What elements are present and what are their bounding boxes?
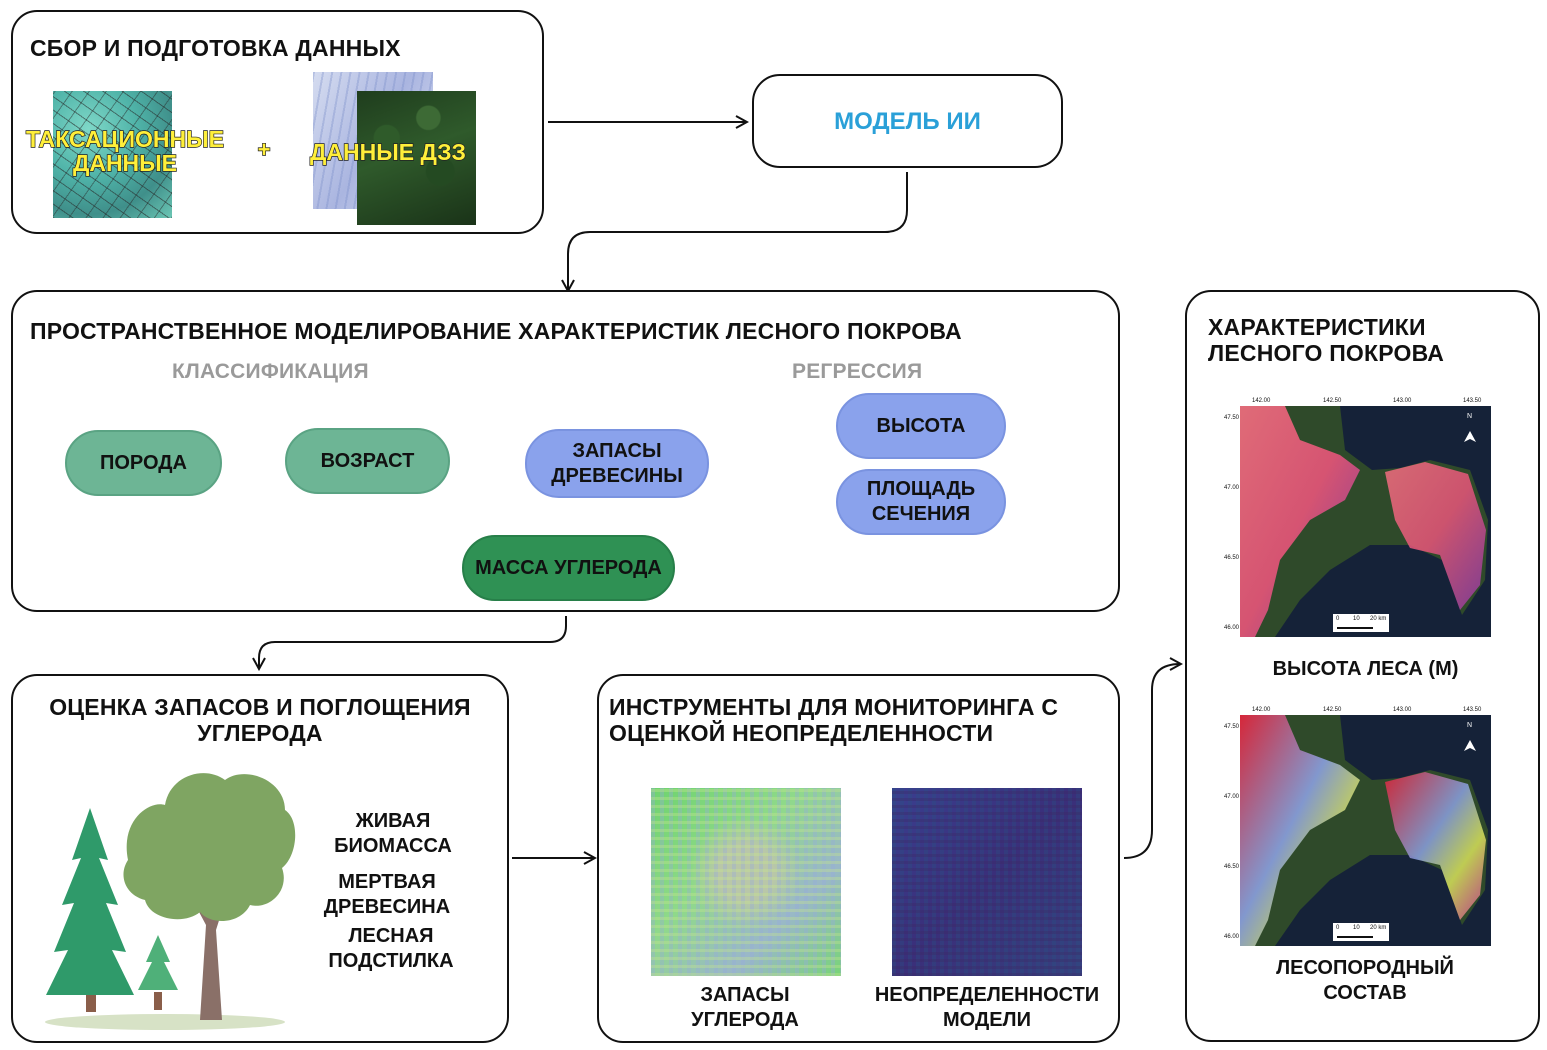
map1-lon-tick: 143.00 [1393, 398, 1412, 404]
age-node: ВОЗРАСТ [285, 428, 450, 494]
basal-area-node: ПЛОЩАДЬ СЕЧЕНИЯ [836, 469, 1006, 535]
map1-scale-label: 10 [1353, 616, 1360, 622]
data-prep-title: СБОР И ПОДГОТОВКА ДАННЫХ [30, 35, 401, 61]
species-node-label: ПОРОДА [100, 451, 187, 474]
taxation-data-label: ТАКСАЦИОННЫЕ ДАННЫЕ [25, 126, 224, 176]
basal-area-node-label: ПЛОЩАДЬ СЕЧЕНИЯ [866, 478, 976, 525]
arrow-monitoring-to-characteristics [1123, 664, 1180, 859]
spatial-modeling-title: ПРОСТРАНСТВЕННОЕ МОДЕЛИРОВАНИЕ ХАРАКТЕРИ… [30, 318, 962, 344]
map2-scale-label: 20 km [1370, 925, 1387, 931]
carbon-mass-node-label: МАССА УГЛЕРОДА [475, 556, 662, 579]
carbon-pool-living-biomass: ЖИВАЯ БИОМАССА [334, 810, 452, 857]
classification-label: КЛАССИФИКАЦИЯ [172, 360, 369, 383]
taxation-map-image [53, 91, 172, 218]
arrow-spatial-to-assessment [259, 616, 567, 668]
carbon-stock-caption: ЗАПАСЫ УГЛЕРОДА [691, 984, 799, 1031]
carbon-stock-map [651, 788, 841, 976]
map1-lat-tick: 47.00 [1224, 485, 1240, 491]
ai-model-label: МОДЕЛЬ ИИ [834, 108, 981, 135]
map2-lat-tick: 46.50 [1224, 864, 1240, 870]
map1-scale-label: 0 [1336, 616, 1340, 622]
map2-north-label: N [1467, 722, 1473, 729]
forest-characteristics-title: ХАРАКТЕРИСТИКИ ЛЕСНОГО ПОКРОВА [1208, 314, 1445, 366]
map2-lon-tick: 143.00 [1393, 707, 1412, 713]
map2-scale-label: 10 [1353, 925, 1360, 931]
map1-lon-tick: 142.00 [1252, 398, 1271, 404]
map1-lat-tick: 46.00 [1224, 625, 1240, 631]
map1-lon-tick: 143.50 [1463, 398, 1482, 404]
forest-height-map [1240, 406, 1491, 637]
height-node-label: ВЫСОТА [876, 414, 966, 437]
map2-lat-tick: 47.00 [1224, 794, 1240, 800]
carbon-mass-node: МАССА УГЛЕРОДА [462, 535, 675, 601]
map1-north-label: N [1467, 413, 1473, 420]
carbon-pool-dead-wood: МЕРТВАЯ ДРЕВЕСИНА [323, 871, 451, 918]
species-node: ПОРОДА [65, 430, 222, 496]
map1-lon-tick: 142.50 [1323, 398, 1342, 404]
uncertainty-map [892, 788, 1082, 976]
wood-stock-node: ЗАПАСЫ ДРЕВЕСИНЫ [525, 429, 709, 498]
forest-height-caption: ВЫСОТА ЛЕСА (М) [1272, 658, 1459, 680]
map1-lat-tick: 47.50 [1224, 415, 1240, 421]
map2-lon-tick: 143.50 [1463, 707, 1482, 713]
map2-lat-tick: 47.50 [1224, 724, 1240, 730]
arrow-model-to-spatial [568, 172, 908, 290]
satellite-image [357, 91, 476, 225]
ai-model-box [752, 74, 1063, 168]
plus-sign: + [257, 137, 271, 162]
map2-lon-tick: 142.00 [1252, 707, 1271, 713]
carbon-assessment-title: ОЦЕНКА ЗАПАСОВ И ПОГЛОЩЕНИЯ УГЛЕРОДА [49, 694, 471, 746]
map1-scale-label: 20 km [1370, 616, 1387, 622]
regression-label: РЕГРЕССИЯ [792, 360, 923, 383]
map2-scale-label: 0 [1336, 925, 1340, 931]
age-node-label: ВОЗРАСТ [320, 449, 415, 472]
map2-lat-tick: 46.00 [1224, 934, 1240, 940]
map1-lat-tick: 46.50 [1224, 555, 1240, 561]
wood-stock-node-label: ЗАПАСЫ ДРЕВЕСИНЫ [551, 439, 683, 487]
uncertainty-caption: НЕОПРЕДЕЛЕННОСТИ МОДЕЛИ [874, 984, 1100, 1031]
carbon-pool-litter: ЛЕСНАЯ ПОДСТИЛКА [328, 925, 454, 972]
map2-lon-tick: 142.50 [1323, 707, 1342, 713]
species-composition-map [1240, 715, 1491, 946]
height-node: ВЫСОТА [836, 393, 1006, 459]
species-composition-caption: ЛЕСОПОРОДНЫЙ СОСТАВ [1276, 957, 1454, 1004]
remote-sensing-label: ДАННЫЕ ДЗЗ [309, 139, 466, 165]
monitoring-tools-title: ИНСТРУМЕНТЫ ДЛЯ МОНИТОРИНГА С ОЦЕНКОЙ НЕ… [609, 694, 1059, 746]
